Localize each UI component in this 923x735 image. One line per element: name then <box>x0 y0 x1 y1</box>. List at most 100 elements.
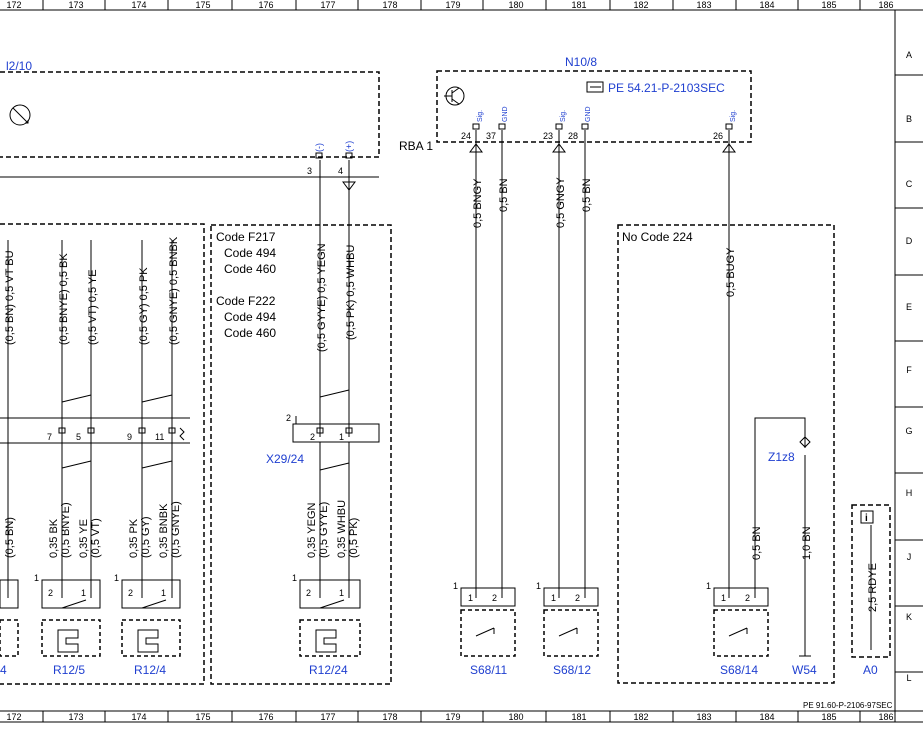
wire-bn-37: 0,5 BN <box>498 178 510 212</box>
s68-pin-numbers: 1 1 2 1 1 2 1 1 2 <box>453 581 750 603</box>
pin-26: 26 <box>713 131 723 141</box>
wire-05-vt: (0,5 VT) <box>90 518 102 558</box>
n10-8-box <box>436 70 752 143</box>
pin-minus: (-) <box>314 143 324 152</box>
row-e: E <box>906 302 912 312</box>
sig-24: Sig. <box>477 110 484 122</box>
col-177: 177 <box>320 0 335 10</box>
r12-labels: 4 R12/5 R12/4 R12/24 <box>0 663 348 677</box>
sig-23: Sig. <box>560 110 567 122</box>
module-pins <box>315 152 356 437</box>
n10-label: N10/8 <box>565 55 597 69</box>
col-183: 183 <box>696 0 711 10</box>
col-186-bottom: 186 <box>878 712 893 722</box>
row-d: D <box>906 236 913 246</box>
col-173: 173 <box>68 0 83 10</box>
col-185: 185 <box>821 0 836 10</box>
wire-bngy: 0,5 BNGY <box>472 178 484 228</box>
row-j: J <box>907 552 912 562</box>
wire-035-bnbk: 0,35 BNBK <box>158 503 170 558</box>
r12-4-pin-1b: 1 <box>161 588 166 598</box>
pin-4: 4 <box>338 166 343 176</box>
col-182-bottom: 182 <box>633 712 648 722</box>
pin-11: 11 <box>155 432 164 442</box>
wire-035-bk: 0,35 BK <box>48 518 60 558</box>
pin-5: 5 <box>76 432 81 442</box>
left-connector-pins: 7 5 9 11 <box>47 432 164 442</box>
wire-035-whbu: 0,35 WHBU <box>336 500 348 558</box>
ground-wire-labels: 0,5 BN 1,0 BN <box>751 526 813 560</box>
column-numbers: 172 173 174 175 176 177 178 179 180 181 … <box>6 0 893 722</box>
r12-4-pin-1: 1 <box>114 573 119 583</box>
s68-14-label: S68/14 <box>720 663 758 677</box>
row-g: G <box>905 426 912 436</box>
col-177-bottom: 177 <box>320 712 335 722</box>
pin-37: 37 <box>486 131 496 141</box>
svg-text:i: i <box>865 513 868 524</box>
pin-28: 28 <box>568 131 578 141</box>
s68-11-label: S68/11 <box>470 663 507 677</box>
wire-05-gyye: (0,5 GYYE) <box>318 502 330 558</box>
transistor-icon <box>444 86 465 106</box>
s68-switches <box>460 417 811 657</box>
left-wire-labels: (0,5 BN) 0,5 VT BU (0,5 BNYE) 0,5 BK (0,… <box>4 236 182 558</box>
col-181: 181 <box>571 0 586 10</box>
r12-5-pin-1b: 1 <box>81 588 86 598</box>
z1z8-label: Z1z8 <box>768 450 795 464</box>
a0-label: A0 <box>863 663 878 677</box>
pin-3: 3 <box>307 166 312 176</box>
left-cut-label: 4 <box>0 663 7 677</box>
row-k: K <box>906 612 912 622</box>
s68-12-pin-2: 2 <box>575 593 580 603</box>
col-181-bottom: 181 <box>571 712 586 722</box>
row-a: A <box>906 50 912 60</box>
row-b: B <box>906 114 912 124</box>
gnd-28: GND <box>585 106 592 122</box>
wire-bn-28: 0,5 BN <box>581 178 593 212</box>
x29-label: X29/24 <box>266 452 304 466</box>
r12-24-pin-2: 2 <box>306 588 311 598</box>
col-178: 178 <box>382 0 397 10</box>
r12-pin-numbers: 1 2 1 1 2 1 1 2 1 <box>34 573 344 598</box>
col-174: 174 <box>131 0 146 10</box>
gnd-37: GND <box>502 106 509 122</box>
pin-7: 7 <box>47 432 52 442</box>
n10-pins <box>469 123 736 598</box>
s68-14-pin-2: 2 <box>745 593 750 603</box>
r12-24-pin-1b: 1 <box>339 588 344 598</box>
col-184: 184 <box>759 0 774 10</box>
n10-wire-labels: 0,5 BNGY 0,5 BN 0,5 GNGY 0,5 BN 0,5 BUGY <box>472 177 737 297</box>
wire-bk: (0,5 BNYE) 0,5 BK <box>58 253 70 345</box>
col-182: 182 <box>633 0 648 10</box>
code-494-b: Code 494 <box>224 310 276 324</box>
s68-12-pin-1-top: 1 <box>536 581 541 591</box>
wire-05-gnye: (0,5 GNYE) <box>170 501 182 558</box>
r12-5-pin-1: 1 <box>34 573 39 583</box>
code-f217: Code F217 <box>216 230 276 244</box>
pointing-hand-icon <box>586 81 604 93</box>
wire-pk: (0,5 GY) 0,5 PK <box>138 267 150 345</box>
col-180-bottom: 180 <box>508 712 523 722</box>
r12-4-label: R12/4 <box>134 663 166 677</box>
wire-05-bn: 0,5 BN <box>751 526 763 560</box>
left-component-box <box>0 223 205 685</box>
r12-components <box>0 579 361 657</box>
doc-reference: PE 91.60-P-2106-97SEC <box>803 701 893 710</box>
row-h: H <box>906 488 913 498</box>
no-code-224-box <box>617 224 835 684</box>
col-180: 180 <box>508 0 523 10</box>
r12-4-pin-2: 2 <box>128 588 133 598</box>
col-183-bottom: 183 <box>696 712 711 722</box>
wire-bnbk: (0,5 GNYE) 0,5 BNBK <box>168 236 180 345</box>
x29-pin-1: 1 <box>339 432 344 442</box>
n10-pin-functions: Sig. GND Sig. GND Sig. <box>477 106 737 122</box>
n10-reference: PE 54.21-P-2103SEC <box>608 81 725 95</box>
pin-9: 9 <box>127 432 132 442</box>
no-code-224: No Code 224 <box>622 230 693 244</box>
sensor-icon <box>9 104 31 126</box>
row-letters: A B C D E F G H J K L <box>905 50 912 683</box>
x29-connector <box>292 389 380 598</box>
x29-wire-labels: (0,5 GYYE) 0,5 YEGN (0,5 PK) 0,5 WHBU <box>316 243 357 352</box>
wire-05-gy: (0,5 GY) <box>140 516 152 558</box>
